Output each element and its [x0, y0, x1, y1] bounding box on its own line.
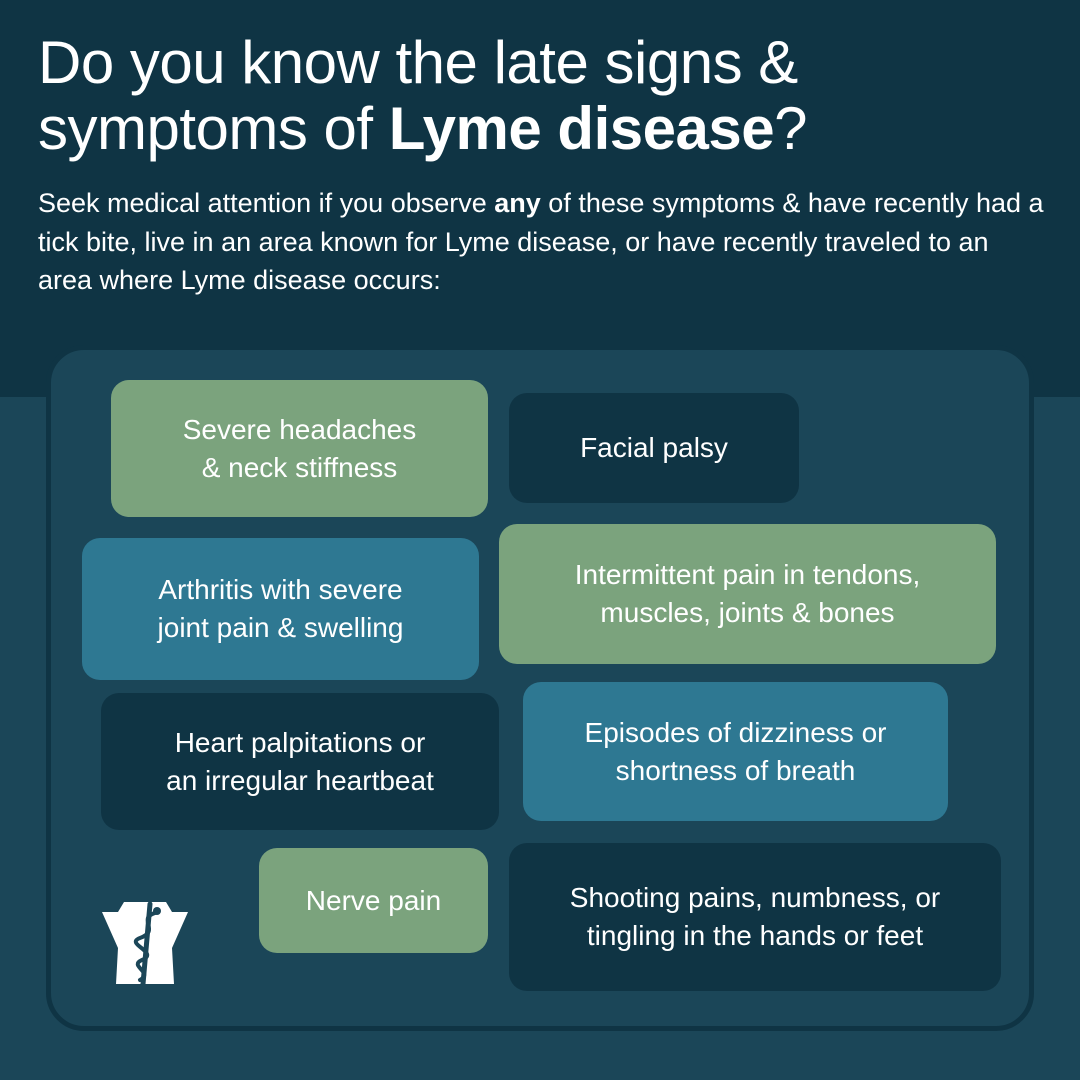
instructions-before: Seek medical attention if you observe	[38, 188, 495, 218]
symptom-line: Severe headaches	[182, 413, 417, 445]
symptom-line: Shooting pains, numbness, or	[569, 882, 941, 913]
title-line-2-prefix: symptoms of	[38, 95, 389, 162]
title-line-1: Do you know the late signs &	[38, 29, 798, 96]
instructions-text: Seek medical attention if you observe an…	[38, 184, 1048, 300]
header-band	[0, 0, 1080, 397]
symptom-line: Heart palpitations or	[174, 726, 426, 758]
symptom-facial-palsy: Facial palsy	[509, 393, 799, 503]
symptom-shooting-pains: Shooting pains, numbness, or tingling in …	[509, 843, 1001, 991]
symptom-headaches: Severe headaches & neck stiffness	[111, 380, 488, 517]
symptom-nerve-pain: Nerve pain	[259, 848, 488, 953]
symptom-line: Episodes of dizziness or	[584, 716, 887, 748]
symptom-line: Facial palsy	[580, 432, 728, 463]
symptom-heart: Heart palpitations or an irregular heartb…	[101, 693, 499, 830]
symptom-line: Arthritis with severe	[158, 574, 403, 605]
symptom-line: muscles, joints & bones	[600, 597, 895, 628]
symptom-line: shortness of breath	[615, 754, 856, 786]
page-title: Do you know the late signs & symptoms of…	[38, 30, 1048, 162]
symptom-line: joint pain & swelling	[157, 612, 404, 643]
symptom-dizziness: Episodes of dizziness or shortness of bre…	[523, 682, 948, 821]
symptom-line: an irregular heartbeat	[166, 764, 434, 796]
symptom-line: & neck stiffness	[201, 451, 398, 483]
symptom-line: Nerve pain	[305, 884, 442, 916]
symptom-line: tingling in the hands or feet	[586, 920, 924, 951]
keystone-caduceus-icon	[102, 901, 188, 986]
symptom-intermittent-pain: Intermittent pain in tendons, muscles, jo…	[499, 524, 996, 664]
instructions-after: of these symptoms & have recently had a …	[38, 188, 1044, 295]
title-line-2-suffix: ?	[774, 95, 807, 162]
symptom-arthritis: Arthritis with severe joint pain & swelli…	[82, 538, 479, 680]
instructions-emphasis: any	[494, 188, 541, 218]
title-disease-name: Lyme disease	[388, 95, 775, 162]
symptom-line: Intermittent pain in tendons,	[574, 559, 921, 590]
